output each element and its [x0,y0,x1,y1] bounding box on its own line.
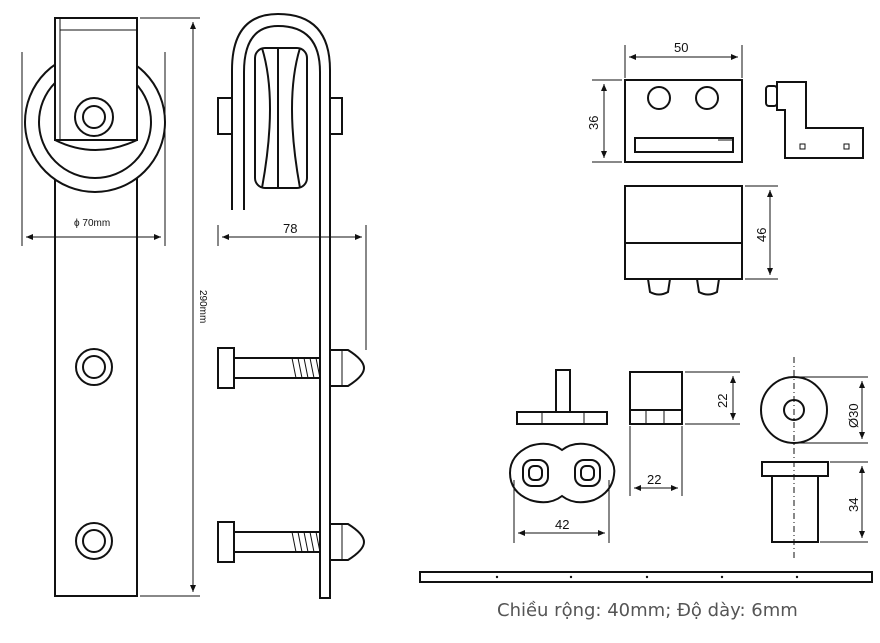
stopper-height-label: 22 [715,394,730,408]
floor-guide-side-view [516,369,608,425]
dimension-stopper-height: 22 [685,371,740,425]
roller-height-label: 34 [846,498,861,512]
block-height-label: 46 [754,228,769,242]
strap-offset-label: 78 [283,221,297,236]
roller-diameter-label: Ø30 [846,403,861,428]
dimension-guide-width: 42 [513,480,610,543]
rail-spec-caption: Chiều rộng: 40mm; Độ dày: 6mm [497,600,798,621]
dimension-total-height: 290mm [140,17,208,597]
side-view-hanger [217,12,366,599]
bracket-height-label: 36 [586,116,601,130]
dimension-bracket-height: 36 [586,79,622,163]
stopper-width-label: 22 [647,472,661,487]
dimension-stopper-width: 22 [629,426,683,496]
bracket-block-view [624,185,743,296]
wheel-diameter-label: ϕ 70mm [74,218,110,229]
total-height-label: 290mm [197,290,208,323]
dimension-wheel-diameter: ϕ 70mm [21,52,166,246]
dimension-roller-diameter: Ø30 [800,376,868,444]
bracket-front-view [624,79,743,163]
front-view-hanger [24,17,166,597]
floor-guide-top-view [508,442,616,504]
bracket-width-label: 50 [674,40,688,55]
dimension-roller-height: 34 [820,461,868,543]
stopper-block [629,371,683,425]
track-rail [419,571,873,583]
dimension-bracket-width: 50 [624,40,743,78]
bracket-side-view [765,81,864,159]
roller-side-view [761,461,829,543]
dimension-block-height: 46 [745,185,778,280]
dimension-strap-offset: 78 [217,221,367,350]
guide-width-label: 42 [555,517,569,532]
